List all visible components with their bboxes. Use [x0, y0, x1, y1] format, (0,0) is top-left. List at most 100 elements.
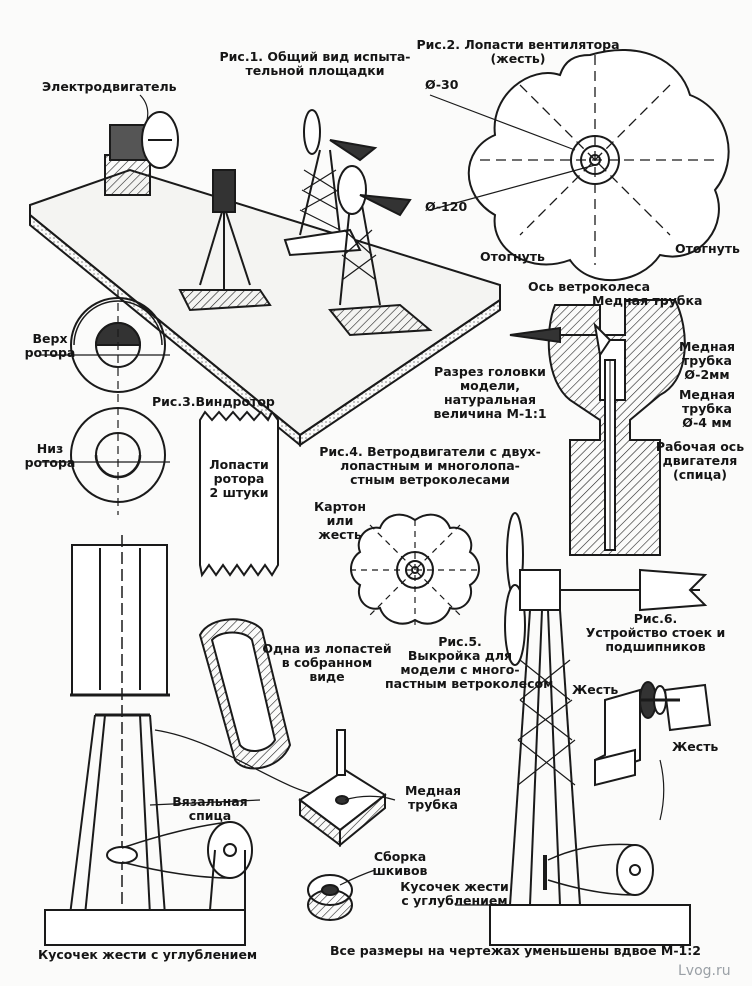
leader-lines — [139, 94, 665, 906]
label-electric-motor: Электродвигатель — [42, 79, 177, 94]
label-copper-tube-block: Медная трубка — [398, 784, 468, 812]
label-cardboard-line2: или — [326, 513, 354, 528]
label-diameter-30: Ø-30 — [425, 77, 459, 92]
label-assembled-blade-line1: Одна из лопастей — [262, 641, 392, 656]
label-work-axis-line2: двигателя — [662, 453, 738, 468]
label-bend-right: Отогнуть — [675, 241, 740, 256]
copper-block — [298, 729, 387, 848]
fig1-caption-line2: тельной площадки — [245, 63, 385, 78]
fig5-caption-line2: Выкройка для — [407, 648, 513, 663]
label-rotor-bottom-line1: Низ — [36, 441, 64, 456]
label-cardboard-line1: Картон — [313, 499, 367, 514]
fig1-caption-line1: Рис.1. Общий вид испыта- — [219, 49, 411, 64]
fig4-caption-line1: Рис.4. Ветродвигатели с двух- — [319, 444, 541, 459]
tower-two-blade — [489, 512, 708, 946]
fig4-caption: Рис.4. Ветродвигатели с двух- лопастным … — [310, 445, 550, 487]
label-knitting-needle: Вязальная спица — [170, 795, 250, 823]
label-assembled-blade-line3: виде — [309, 669, 345, 684]
label-scale-note: Все размеры на чертежах уменьшены вдвое … — [330, 943, 701, 958]
label-rotor-bottom: Низ ротора — [20, 442, 80, 470]
label-wheel-axis: Ось ветроколеса — [528, 279, 651, 294]
label-copper-tube-2mm-line2: трубка — [682, 353, 732, 368]
label-head-section: Разрез головки модели, натуральная велич… — [425, 365, 555, 421]
label-rotor-blades-line1: Лопасти — [209, 457, 269, 472]
label-copper-tube-4mm-line1: Медная — [678, 387, 736, 402]
rotor-assembly — [44, 535, 321, 946]
fig5-multiblade-template — [350, 513, 480, 625]
label-rotor-top-line2: ротора — [24, 345, 76, 360]
fig5-caption-line4: пастным ветроколесом — [385, 676, 554, 691]
label-copper-tube-block-line1: Медная — [404, 783, 462, 798]
label-cardboard-line3: жесть — [318, 527, 362, 542]
label-head-section-line4: величина М-1:1 — [433, 406, 547, 421]
fig6-caption-line3: подшипников — [605, 639, 706, 654]
label-pulley-assembly-line1: Сборка — [373, 849, 427, 864]
label-pulley-assembly: Сборка шкивов — [365, 850, 435, 878]
label-copper-tube-2mm-line3: Ø-2мм — [684, 367, 730, 382]
fig2-caption-line2: (жесть) — [490, 51, 546, 66]
label-rotor-top: Верх ротора — [20, 332, 80, 360]
label-tin-left: Жесть — [572, 682, 619, 697]
fig1-caption: Рис.1. Общий вид испыта- тельной площадк… — [200, 50, 430, 78]
assembled-blade — [198, 618, 292, 770]
lattice-tower-1 — [283, 109, 378, 257]
rotor-blade-template — [199, 410, 279, 578]
label-knitting-needle-line1: Вязальная — [172, 794, 248, 809]
lattice-tower-2 — [328, 165, 433, 337]
label-work-axis-line3: (спица) — [673, 467, 727, 482]
label-copper-tube: Медная трубка — [592, 293, 703, 308]
watermark: Lvog.ru — [678, 963, 731, 979]
label-knitting-needle-line2: спица — [188, 808, 232, 823]
fig2-caption: Рис.2. Лопасти вентилятора (жесть) — [408, 38, 628, 66]
fig3-rotor-plan — [40, 290, 170, 515]
fig4-head-section — [509, 299, 686, 556]
label-copper-tube-4mm: Медная трубка Ø-4 мм — [672, 388, 742, 430]
label-pulley-assembly-line2: шкивов — [372, 863, 428, 878]
label-bend-left: Отогнуть — [480, 249, 545, 264]
label-head-section-line3: натуральная — [443, 392, 536, 407]
electric-motor — [104, 111, 179, 196]
label-diameter-120: Ø-120 — [425, 199, 468, 214]
label-copper-tube-2mm: Медная трубка Ø-2мм — [672, 340, 742, 382]
label-head-section-line1: Разрез головки — [434, 364, 546, 379]
label-assembled-blade: Одна из лопастей в собранном виде — [262, 642, 392, 684]
head-body-section — [547, 299, 686, 556]
fig2-fan-blades — [429, 49, 730, 281]
fig4-caption-line3: стным ветроколесами — [350, 472, 510, 487]
label-tin-piece-right-line2: с углублением — [401, 893, 508, 908]
label-copper-tube-4mm-line3: Ø-4 мм — [682, 415, 732, 430]
fig6-caption-line2: Устройство стоек и — [585, 625, 726, 640]
fig5-caption: Рис.5. Выкройка для модели с много- паст… — [385, 634, 554, 691]
label-rotor-blades-line3: 2 штуки — [209, 485, 269, 500]
fig1-test-platform — [29, 109, 501, 448]
label-copper-tube-4mm-line2: трубка — [682, 401, 732, 416]
label-tin-piece-right: Кусочек жести с углублением — [392, 880, 517, 908]
fig5-caption-line3: модели с много- — [400, 662, 520, 677]
fig3-caption: Рис.3.Виндротор — [152, 394, 275, 409]
rotor-stand — [178, 169, 272, 312]
label-rotor-bottom-line2: ротора — [24, 455, 76, 470]
label-tin-right: Жесть — [672, 739, 719, 754]
fig2-caption-line1: Рис.2. Лопасти вентилятора — [416, 37, 620, 52]
label-rotor-blades-line2: ротора — [213, 471, 265, 486]
label-tin-piece-left: Кусочек жести с углублением — [38, 947, 258, 962]
label-head-section-line2: модели, — [459, 378, 521, 393]
pulley-assembly — [307, 874, 353, 921]
fig6-caption: Рис.6. Устройство стоек и подшипников — [568, 612, 743, 654]
label-copper-tube-block-line2: трубка — [408, 797, 458, 812]
fig6-brackets — [594, 681, 712, 787]
blade-outline — [467, 49, 730, 281]
label-assembled-blade-line2: в собранном — [281, 655, 373, 670]
label-cardboard: Картон или жесть — [300, 500, 380, 542]
label-rotor-blades: Лопасти ротора 2 штуки — [200, 458, 278, 500]
label-rotor-top-line1: Верх — [32, 331, 68, 346]
label-copper-tube-2mm-line1: Медная — [678, 339, 736, 354]
fig6-caption-line1: Рис.6. — [633, 611, 678, 626]
fig4-caption-line2: лопастным и многолопа- — [340, 458, 520, 473]
label-tin-piece-right-line1: Кусочек жести — [400, 879, 509, 894]
fig5-caption-line1: Рис.5. — [438, 634, 482, 649]
label-work-axis-line1: Рабочая ось — [655, 439, 745, 454]
label-work-axis: Рабочая ось двигателя (спица) — [650, 440, 750, 482]
